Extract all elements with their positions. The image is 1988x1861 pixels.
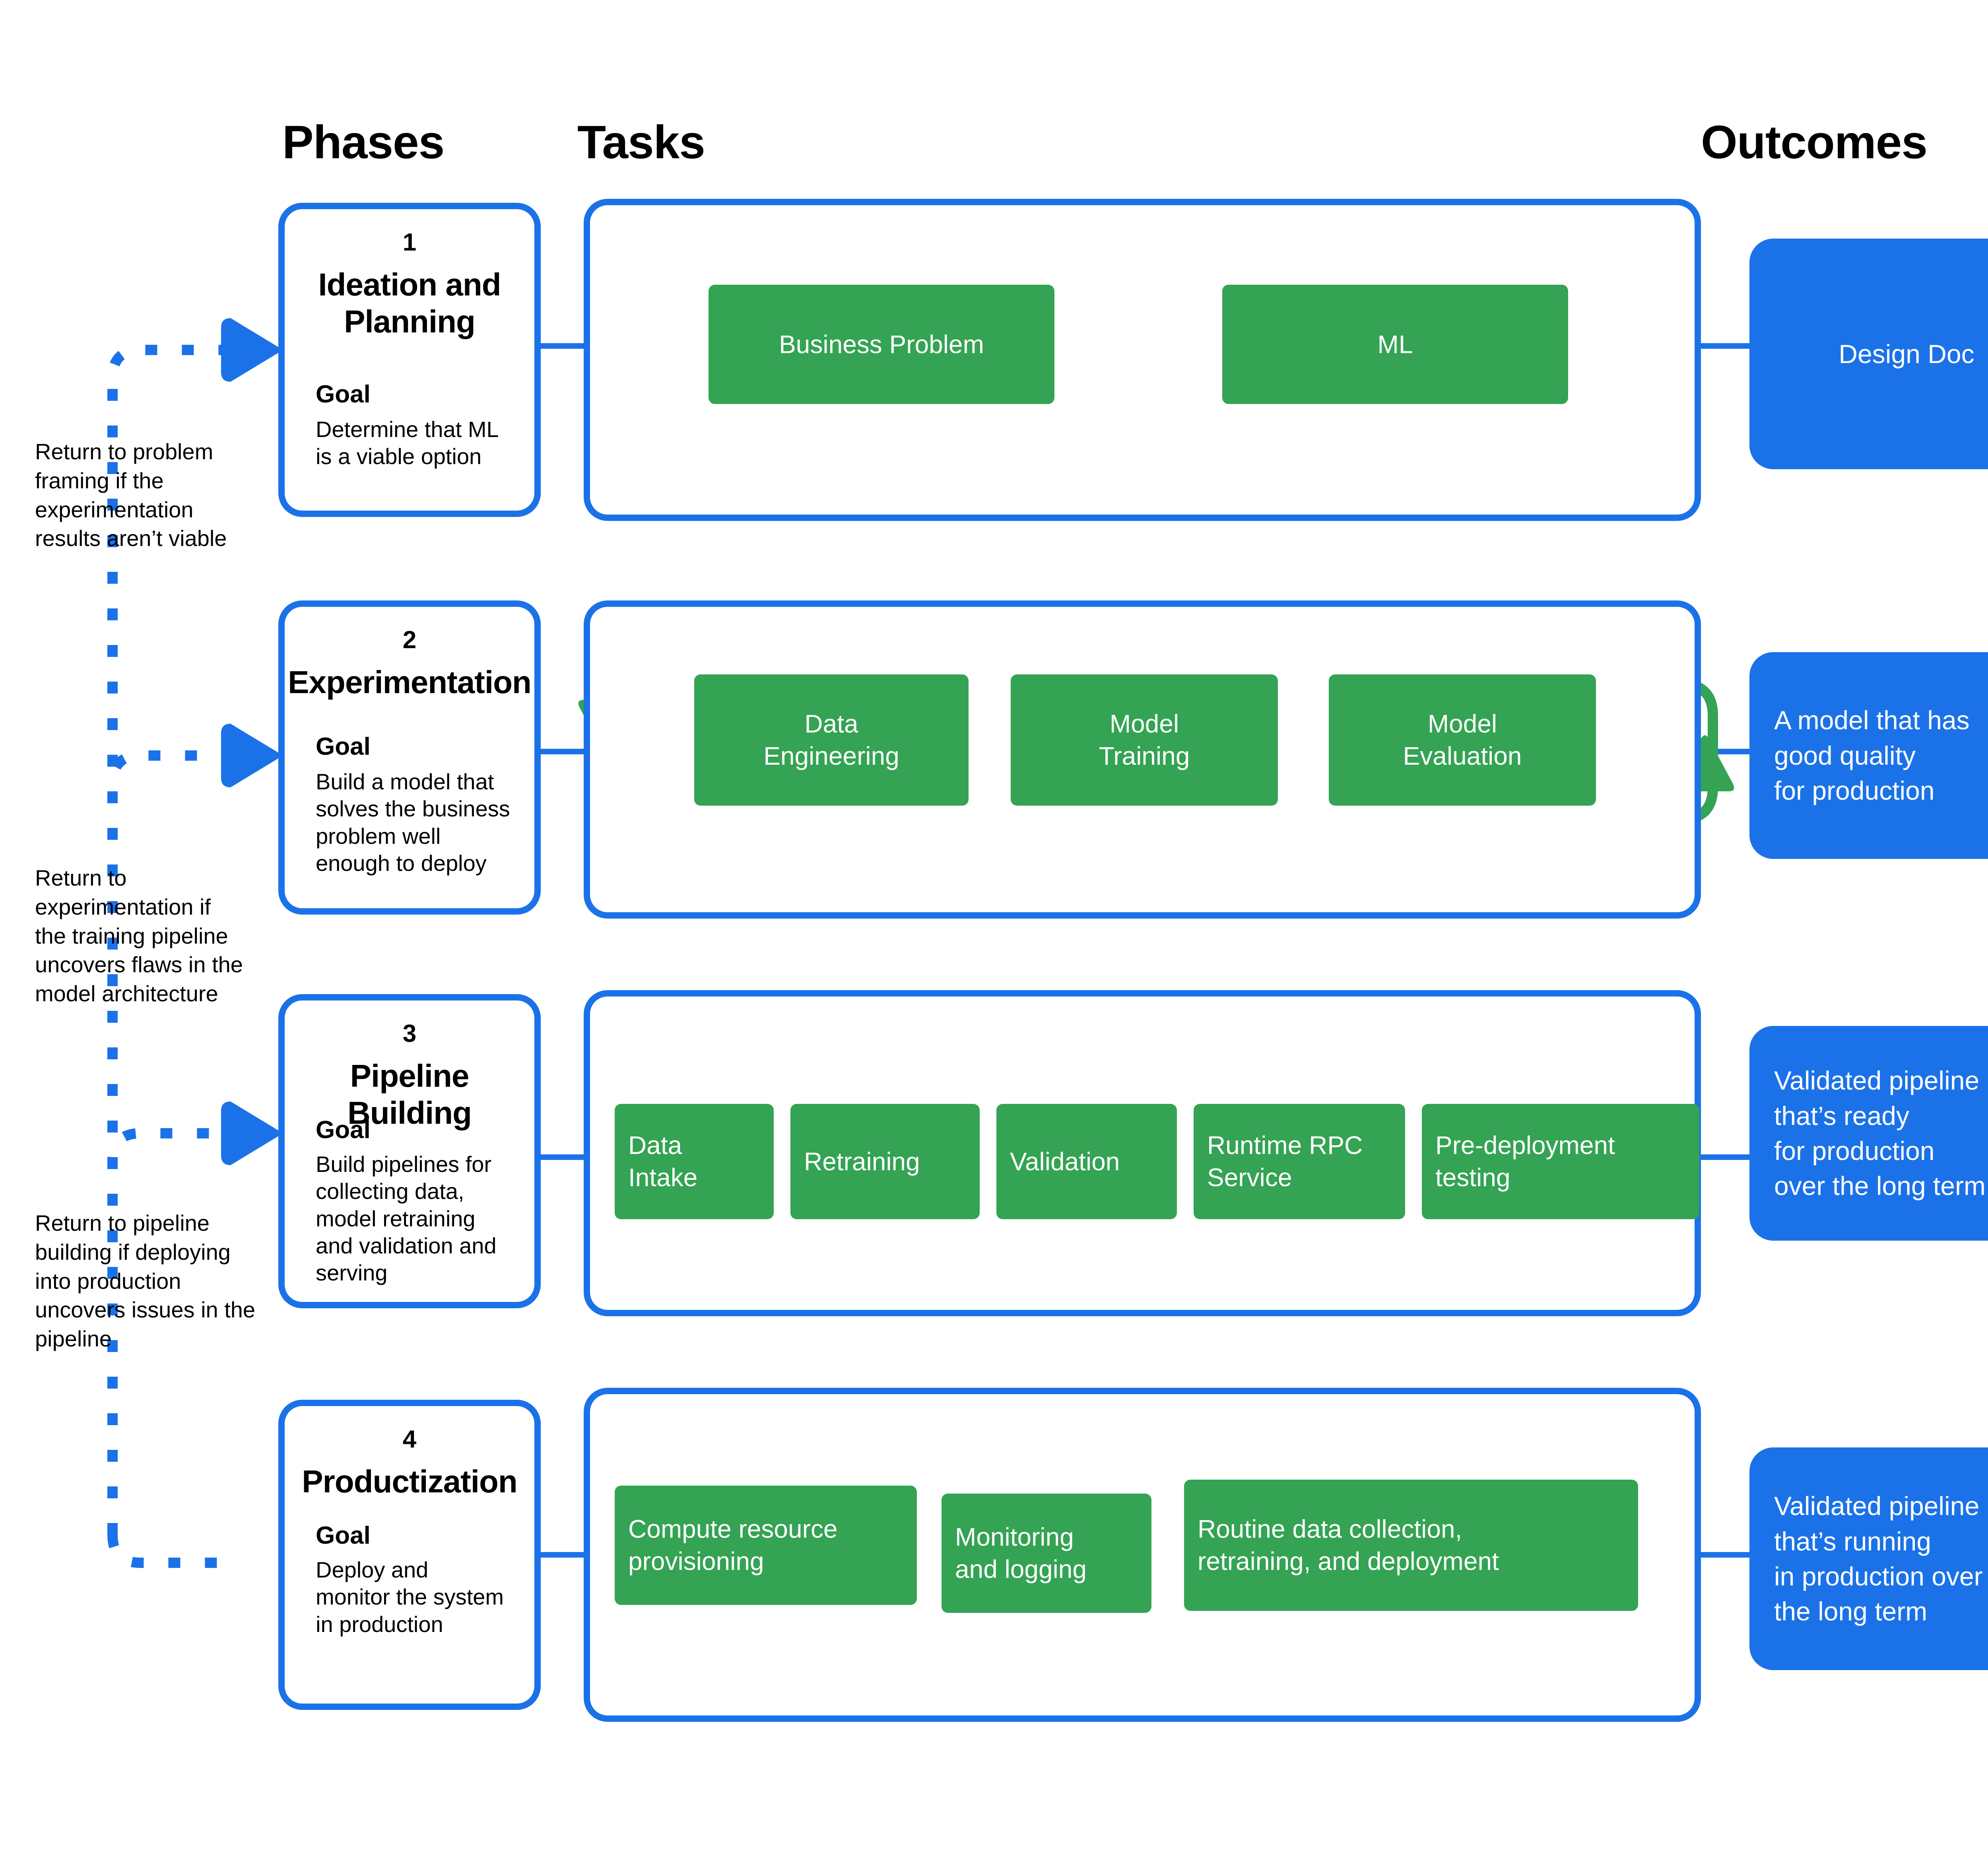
task-box-business-problem[interactable]: Business Problem [709,285,1054,404]
task-card-2: Data Engineering Model Training Model Ev… [584,600,1701,919]
phase-goal-text-1: Determine that ML is a viable option [316,417,499,469]
green-connectors [767,347,1415,1558]
task-box-validation[interactable]: Validation [996,1104,1177,1219]
phase-goal-text-3: Build pipelines for collecting data, mod… [316,1152,497,1286]
feedback-path-to-phase1 [107,345,231,1535]
phase-card-4[interactable]: 4 Productization Goal Deploy and monitor… [278,1400,541,1710]
outcome-box-3[interactable]: Validated pipeline that’s ready for prod… [1749,1026,1988,1241]
feedback-path-to-phase3 [107,1128,231,1535]
outcome-box-2[interactable]: A model that has good quality for produc… [1749,652,1988,859]
outcome-box-1[interactable]: Design Doc [1749,239,1988,469]
phase-card-1[interactable]: 1 Ideation and Planning Goal Determine t… [278,203,541,517]
phase-number-2: 2 [402,626,417,654]
phase-goal-text-2: Build a model that solves the business p… [316,769,510,876]
phase-goal-text-4: Deploy and monitor the system in product… [316,1557,504,1637]
column-heading-phases: Phases [282,116,445,169]
left-feedback-paths [107,345,239,1568]
phase-task-connectors [540,343,1749,1558]
task-box-model-training[interactable]: Model Training [1011,674,1278,806]
phase-goal-label-2: Goal [316,733,371,760]
task-box-routine-data-collection[interactable]: Routine data collection, retraining, and… [1184,1480,1638,1611]
task-box-monitoring-and-logging[interactable]: Monitoring and logging [942,1494,1151,1613]
task-card-4: Compute resource provisioning Monitoring… [584,1388,1701,1722]
arrowhead-to-phase2 [221,724,283,787]
phase-title-1: Ideation and Planning [318,267,501,339]
task-box-runtime-rpc-service[interactable]: Runtime RPC Service [1194,1104,1405,1219]
task-card-3: Data Intake Retraining Validation Runtim… [584,990,1701,1316]
task-box-pre-deployment-testing[interactable]: Pre-deployment testing [1422,1104,1699,1219]
left-feedback-arrowheads [221,318,283,1165]
phase-title-3: Pipeline Building [348,1058,472,1131]
feedback-path-to-phase2 [107,750,231,1535]
phase-goal-label-3: Goal [316,1116,371,1144]
return-note-to-experimentation: Return to experimentation if the trainin… [35,865,243,1006]
task-box-data-engineering[interactable]: Data Engineering [694,674,969,806]
arrowhead-to-phase3 [221,1101,283,1165]
phase-title-2: Experimentation [288,664,532,700]
phase-title-4: Productization [302,1464,518,1499]
task-card-1: Business Problem ML [584,199,1701,521]
phase-number-1: 1 [402,229,417,256]
arrowhead-to-phase1 [221,318,283,382]
task-box-compute-resource-provisioning[interactable]: Compute resource provisioning [615,1486,917,1605]
column-heading-outcomes: Outcomes [1701,116,1928,169]
task-box-data-intake[interactable]: Data Intake [615,1104,774,1219]
return-note-to-pipeline-building: Return to pipeline building if deploying… [35,1210,256,1352]
phase-card-3[interactable]: 3 Pipeline Building Goal Build pipelines… [278,994,541,1308]
task-box-retraining[interactable]: Retraining [790,1104,980,1219]
phase-number-3: 3 [402,1020,417,1047]
task-box-ml[interactable]: ML [1222,285,1568,404]
outcome-box-4[interactable]: Validated pipeline that’s running in pro… [1749,1447,1988,1670]
phase-number-4: 4 [402,1426,417,1453]
task-box-model-evaluation[interactable]: Model Evaluation [1329,674,1596,806]
column-heading-tasks: Tasks [577,116,705,169]
return-note-to-problem-framing: Return to problem framing if the experim… [35,439,227,551]
phase-goal-label-4: Goal [316,1522,371,1549]
phase-card-2[interactable]: 2 Experimentation Goal Build a model tha… [278,600,541,915]
phase-goal-label-1: Goal [316,381,371,408]
feedback-path-from-phase4 [107,1535,239,1568]
